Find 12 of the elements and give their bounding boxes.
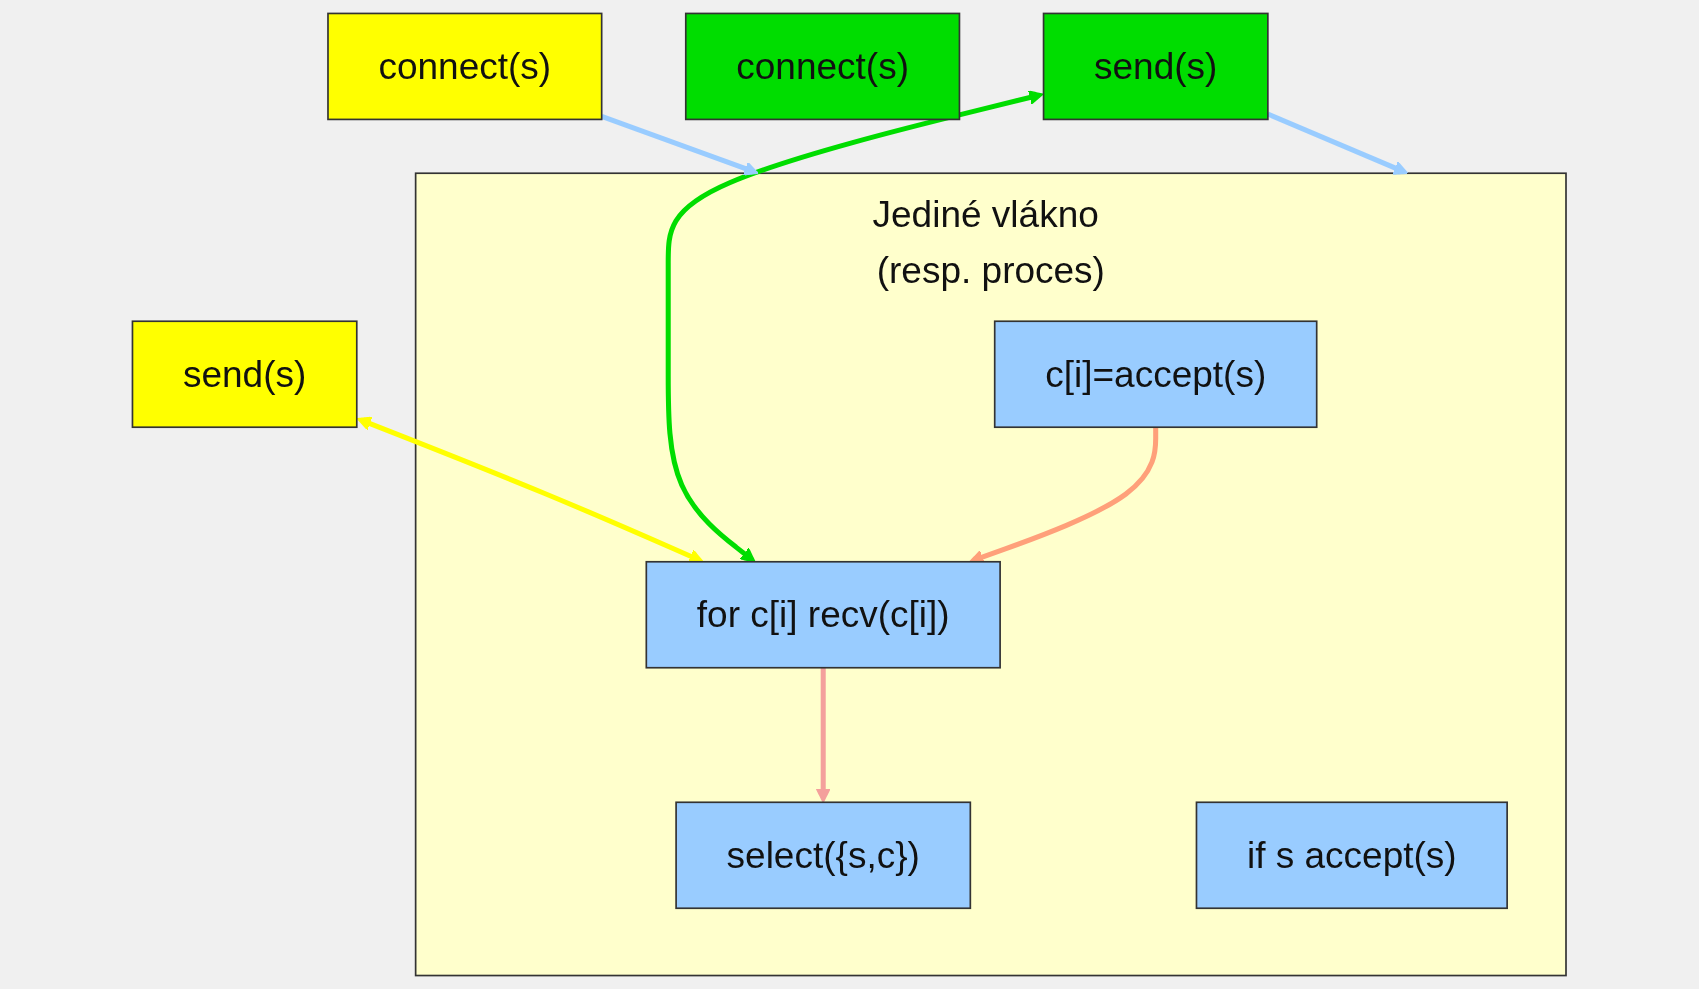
arrow bbox=[1267, 111, 1409, 175]
arrow bbox=[665, 90, 1044, 563]
node-box: send(s) bbox=[1042, 12, 1269, 121]
arrow bbox=[601, 113, 759, 176]
node-box: connect(s) bbox=[327, 12, 603, 121]
node-box: if s accept(s) bbox=[1195, 801, 1509, 910]
node-box: select({s,c}) bbox=[675, 801, 972, 910]
arrow bbox=[816, 667, 831, 803]
node-box: c[i]=accept(s) bbox=[994, 320, 1318, 429]
node-box: send(s) bbox=[131, 320, 358, 429]
node-box: for c[i] recv(c[i]) bbox=[645, 560, 1002, 669]
node-box: connect(s) bbox=[685, 12, 961, 121]
